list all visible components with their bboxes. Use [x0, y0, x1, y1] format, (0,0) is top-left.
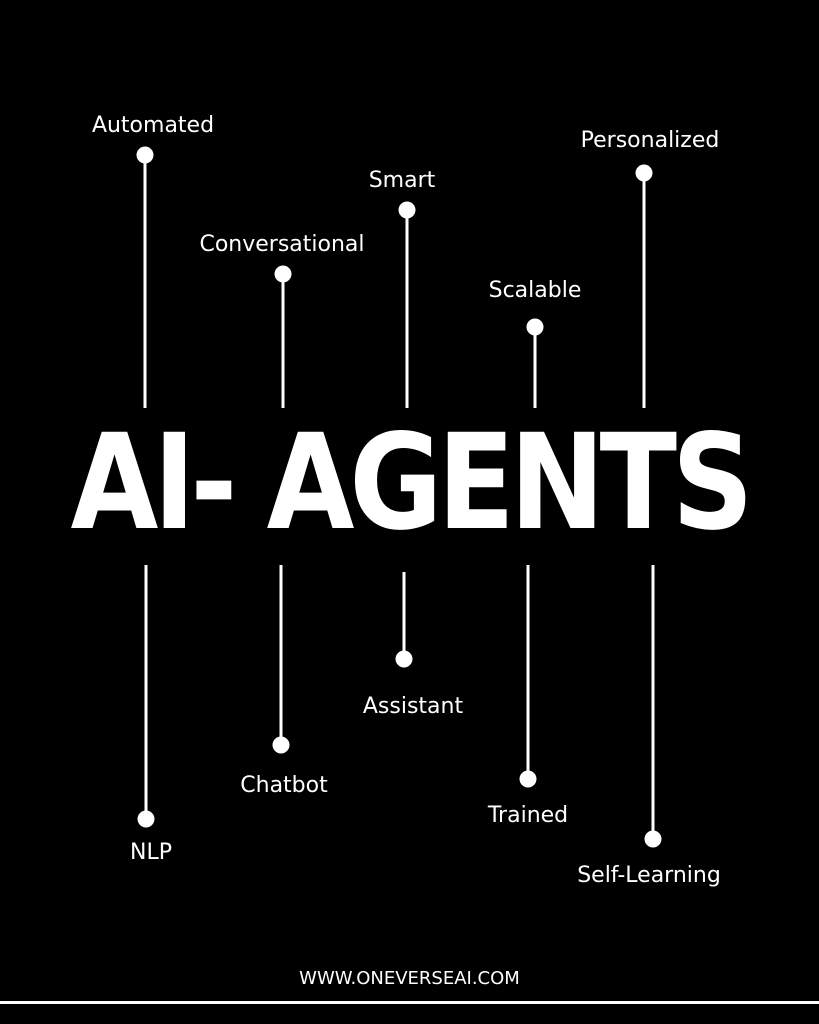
node-dot-self-learning — [644, 830, 662, 848]
footer-website: WWW.ONEVERSEAI.COM — [299, 968, 520, 989]
footer-divider — [0, 1001, 819, 1004]
node-line-self-learning — [651, 565, 655, 839]
node-line-smart — [405, 210, 409, 408]
node-dot-chatbot — [272, 736, 290, 754]
node-label-smart: Smart — [368, 168, 436, 193]
node-line-personalized — [642, 173, 646, 408]
node-label-self-learning: Self-Learning — [577, 863, 721, 888]
node-line-conversational — [281, 274, 285, 408]
node-dot-nlp — [137, 810, 155, 828]
node-dot-trained — [519, 770, 537, 788]
node-label-automated: Automated — [91, 113, 215, 138]
node-line-assistant — [402, 572, 406, 659]
node-dot-assistant — [395, 650, 413, 668]
node-label-scalable: Scalable — [488, 278, 582, 303]
node-label-chatbot: Chatbot — [240, 773, 328, 798]
node-label-nlp: NLP — [130, 840, 172, 865]
node-line-nlp — [144, 565, 148, 819]
node-label-trained: Trained — [487, 803, 569, 828]
node-line-trained — [526, 565, 530, 779]
node-label-conversational: Conversational — [199, 232, 365, 257]
node-label-personalized: Personalized — [580, 128, 720, 153]
poster-title: AI- AGENTS — [70, 406, 754, 560]
node-line-automated — [143, 155, 147, 408]
node-line-scalable — [533, 327, 537, 408]
node-line-chatbot — [279, 565, 283, 745]
node-label-assistant: Assistant — [362, 694, 464, 719]
